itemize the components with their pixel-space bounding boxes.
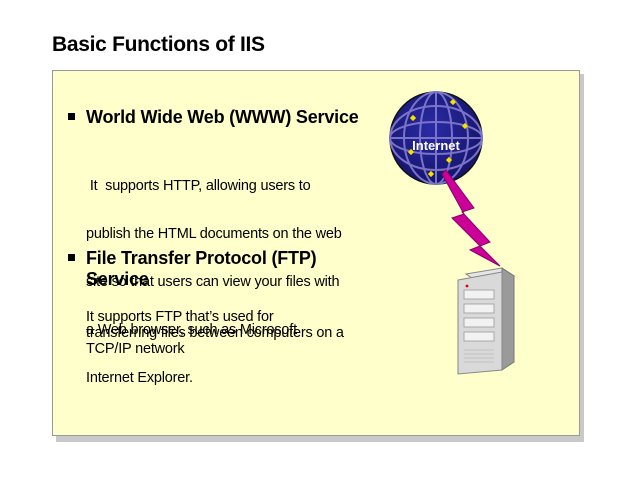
body-line: site so that users can view your files w… [86, 274, 340, 290]
globe-label: Internet [412, 138, 460, 153]
body-line: publish the HTML documents on the web [86, 226, 342, 242]
body-line: transferring files between computers on … [86, 325, 344, 341]
heading-line: Service [86, 269, 149, 289]
content-panel [52, 70, 580, 436]
slide-title: Basic Functions of IIS [52, 33, 265, 56]
body-line: Internet Explorer. [86, 370, 193, 386]
lightning-bolt-icon [441, 169, 501, 267]
heading-line: File Transfer Protocol (FTP) [86, 248, 317, 268]
bullet-marker [68, 113, 75, 120]
body-line: TCP/IP network [86, 341, 185, 357]
bullet-body-ftp: It supports FTP that’s used for transfer… [86, 309, 344, 357]
bullet-heading-www: World Wide Web (WWW) Service [86, 107, 359, 128]
body-line: It supports FTP that’s used for [86, 309, 274, 325]
server-tower-icon [457, 267, 516, 375]
bullet-body-www: It supports HTTP, allowing users to publ… [86, 146, 342, 402]
globe-icon [389, 91, 483, 185]
body-line: a Web browser, such as Microsoft [86, 322, 297, 338]
bullet-heading-ftp: File Transfer Protocol (FTP) Service [86, 248, 317, 290]
body-line: It supports HTTP, allowing users to [86, 178, 311, 194]
bullet-marker [68, 254, 75, 261]
heading-line: World Wide Web (WWW) Service [86, 107, 359, 127]
